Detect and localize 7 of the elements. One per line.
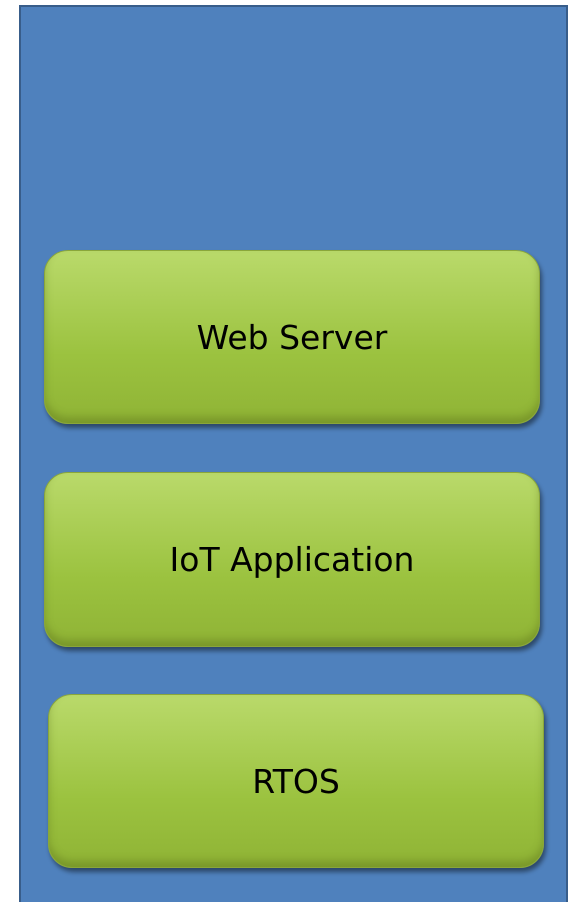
layer-box — [44, 472, 540, 647]
layer-box — [44, 250, 540, 424]
layer-label: RTOS — [252, 762, 340, 800]
layer-box — [48, 694, 544, 868]
background-panel — [19, 5, 568, 902]
layer-label: Web Server — [196, 318, 388, 356]
layer-label: IoT Application — [170, 540, 414, 579]
